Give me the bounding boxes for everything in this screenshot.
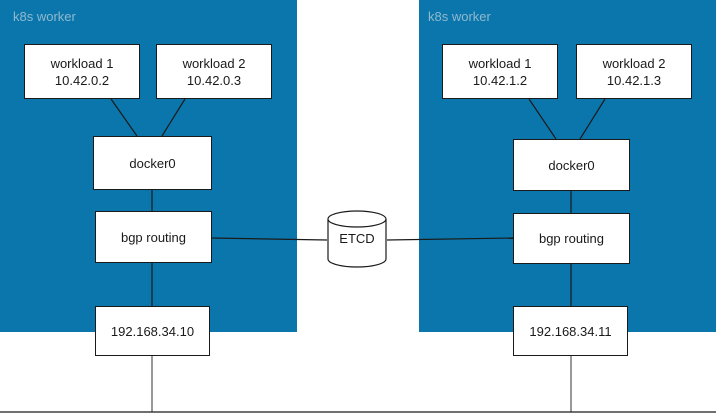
- node-label-line1: 192.168.34.10: [110, 323, 195, 339]
- node-label-line1: workload 2: [182, 55, 246, 71]
- node-label-line1: docker0: [129, 155, 176, 171]
- node-label-line1: workload 1: [468, 55, 532, 71]
- node-label-line2: 10.42.1.3: [606, 72, 662, 88]
- node-right-host-ip[interactable]: 192.168.34.11: [513, 306, 628, 356]
- node-label-line1: bgp routing: [120, 229, 187, 245]
- node-right-bgp-routing[interactable]: bgp routing: [513, 213, 630, 264]
- zone-label-left: k8s worker: [13, 9, 76, 24]
- node-left-bgp-routing[interactable]: bgp routing: [95, 211, 212, 263]
- node-label-line2: 10.42.0.3: [186, 72, 242, 88]
- node-label-line1: docker0: [548, 157, 595, 173]
- node-label-line1: workload 2: [602, 55, 666, 71]
- node-left-workload-2[interactable]: workload 2 10.42.0.3: [156, 44, 272, 99]
- node-right-docker0[interactable]: docker0: [513, 139, 630, 191]
- etcd-datastore: ETCD: [327, 210, 387, 268]
- node-left-docker0[interactable]: docker0: [93, 136, 212, 190]
- node-right-workload-2[interactable]: workload 2 10.42.1.3: [576, 44, 692, 99]
- node-left-host-ip[interactable]: 192.168.34.10: [95, 306, 210, 356]
- cylinder-icon: [327, 210, 387, 268]
- node-label-line1: bgp routing: [538, 231, 605, 246]
- etcd-label: ETCD: [339, 231, 375, 246]
- node-label-line1: workload 1: [50, 55, 114, 71]
- zone-label-right: k8s worker: [428, 9, 491, 24]
- node-right-workload-1[interactable]: workload 1 10.42.1.2: [442, 44, 558, 99]
- node-label-line2: 10.42.0.2: [54, 72, 110, 88]
- node-label-line2: 10.42.1.2: [472, 72, 528, 88]
- node-label-line1: 192.168.34.11: [529, 323, 612, 339]
- node-left-workload-1[interactable]: workload 1 10.42.0.2: [24, 44, 140, 99]
